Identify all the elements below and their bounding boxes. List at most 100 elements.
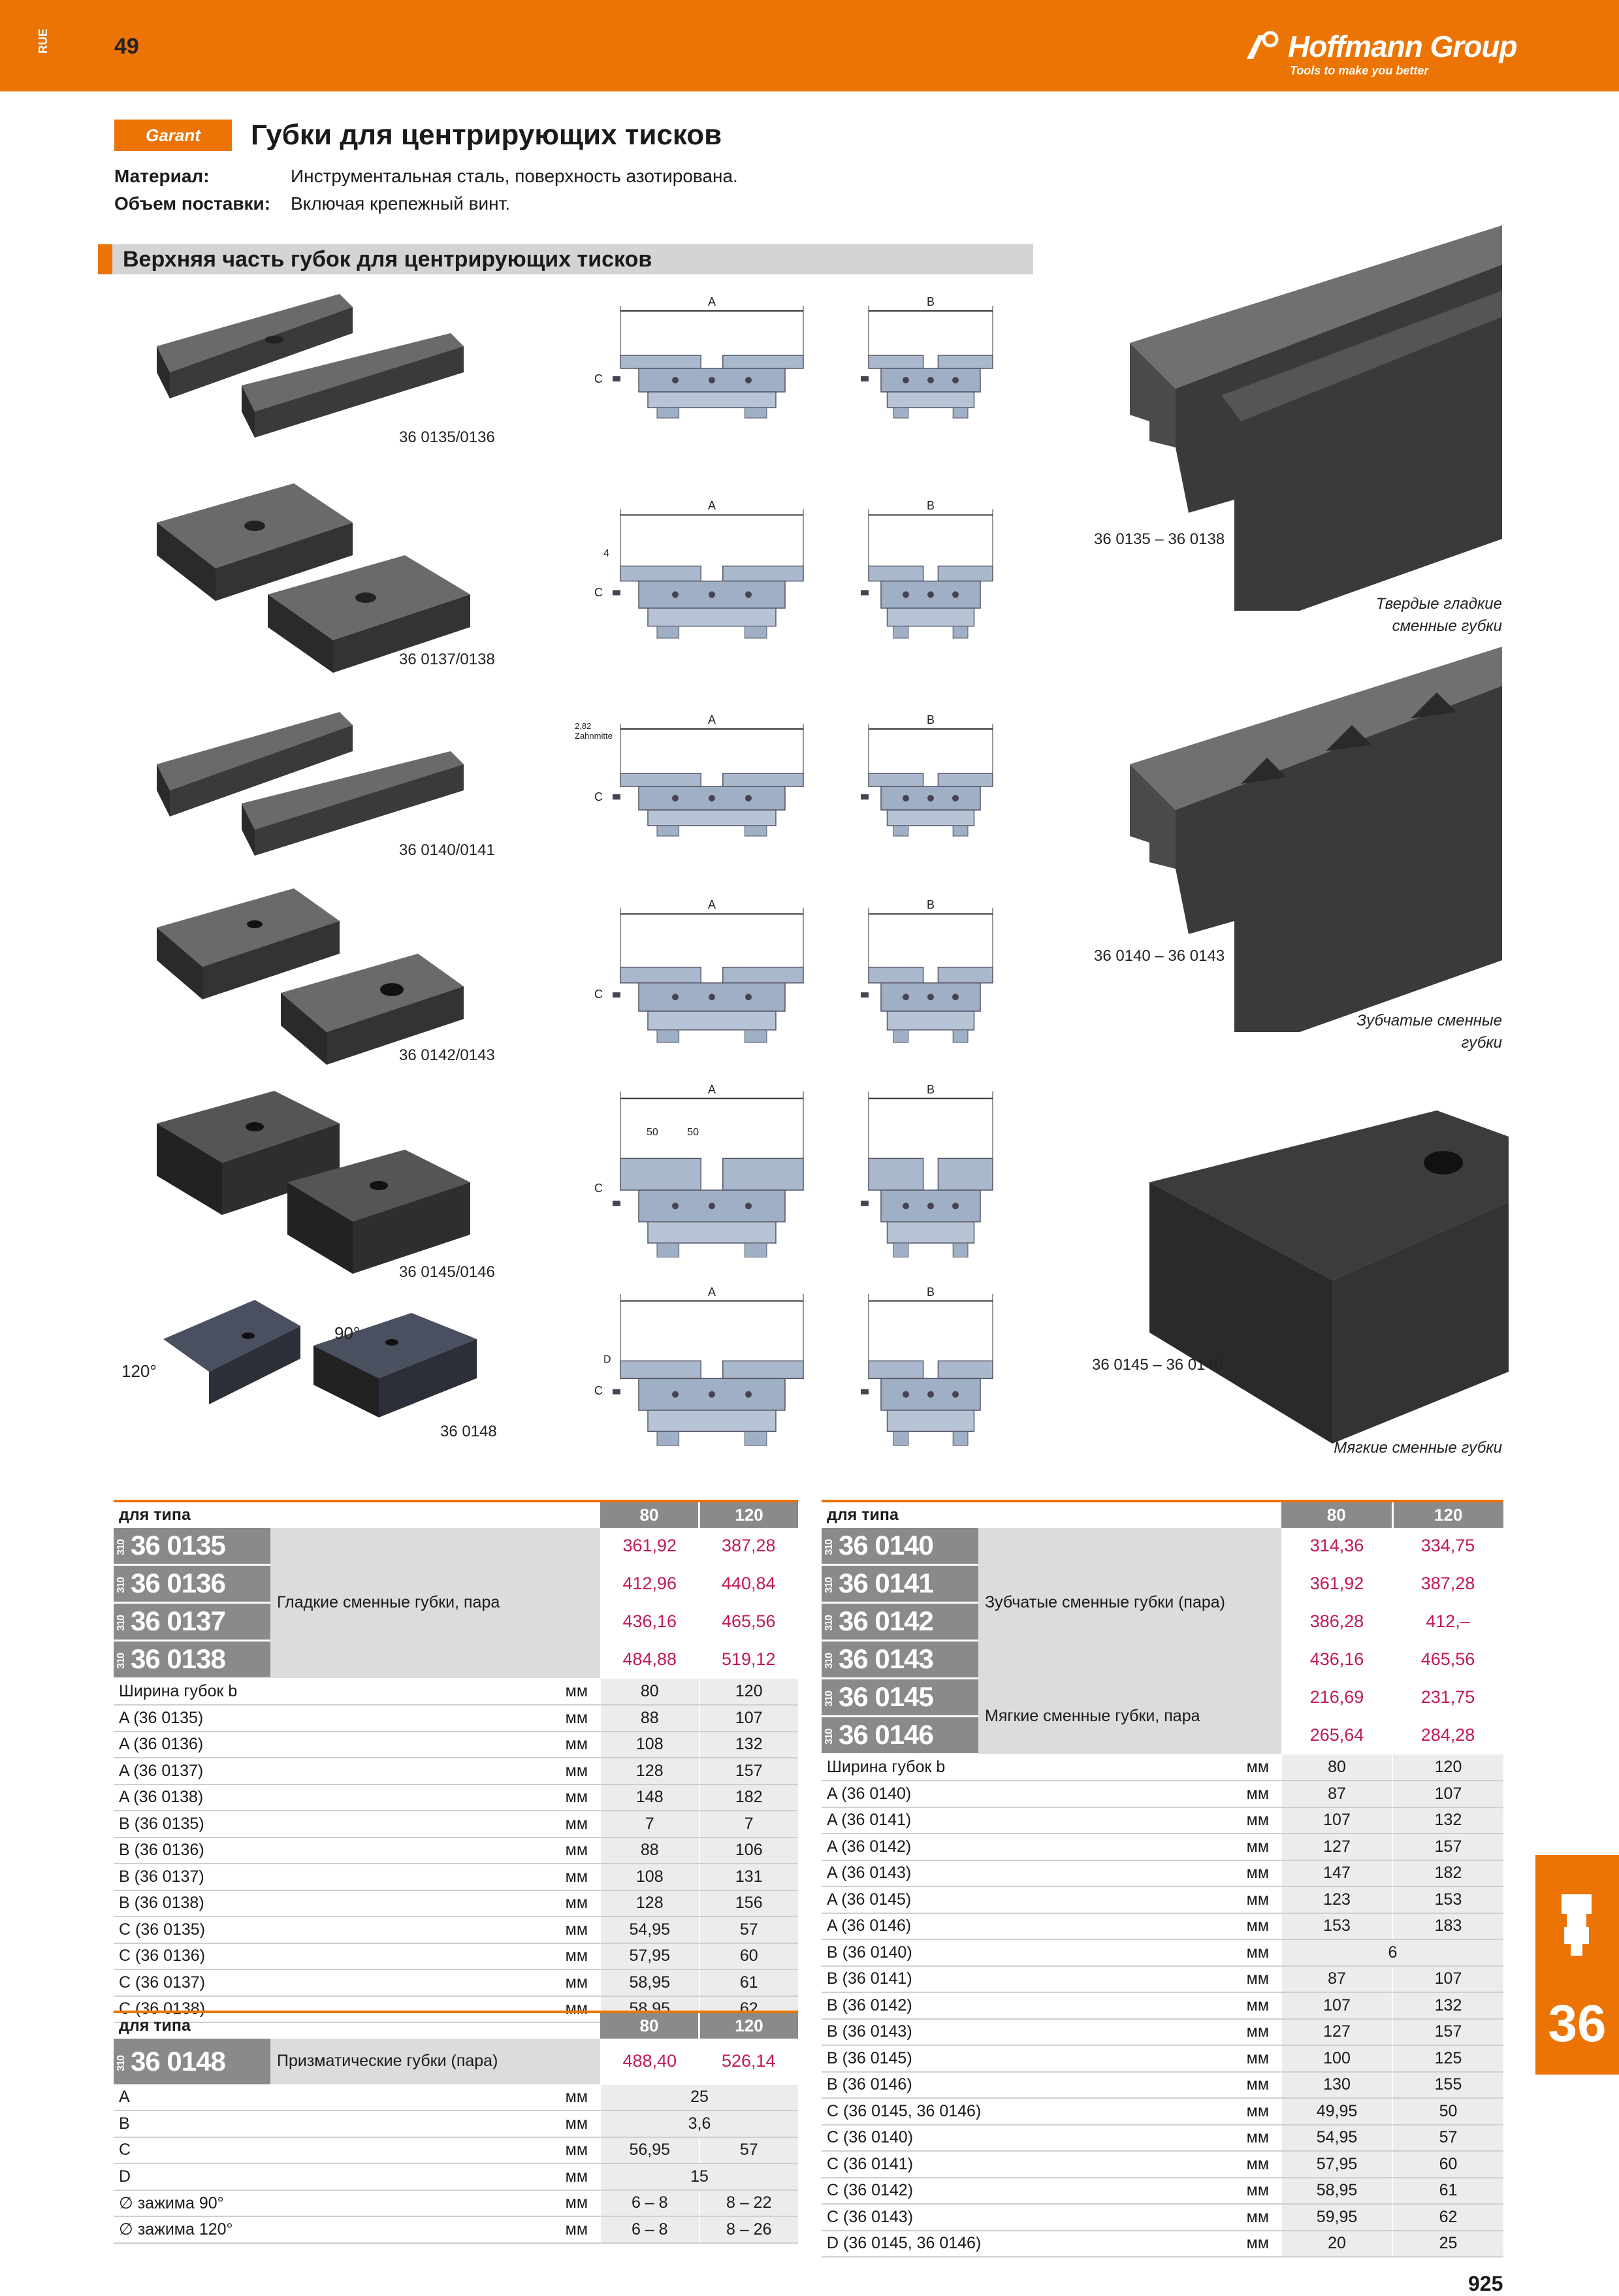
spec-label: C (36 0135) (114, 1916, 541, 1944)
spec-label: A (36 0146) (822, 1913, 1223, 1940)
value-80: 54,95 (600, 1916, 699, 1944)
price-120: 387,28 (699, 1527, 798, 1565)
value-80: 153 (1281, 1913, 1392, 1940)
price-80: 488,40 (600, 2038, 699, 2085)
price-120: 440,84 (699, 1564, 798, 1603)
article-description: Гладкие сменные губки, пара (270, 1527, 600, 1678)
large-photo-label: 36 0135 – 36 0138 (1094, 530, 1225, 548)
spec-label: B (114, 2110, 541, 2138)
price-120: 334,75 (1392, 1527, 1503, 1565)
value-both: 6 (1281, 1939, 1503, 1967)
value-80: 128 (600, 1890, 699, 1917)
spec-label: A (36 0145) (822, 1886, 1223, 1914)
value-both: 3,6 (600, 2110, 798, 2138)
hoffmann-logo-icon (1247, 31, 1279, 59)
value-80: 59,95 (1281, 2204, 1392, 2231)
value-80: 88 (600, 1837, 699, 1864)
drawing-front-view (613, 724, 804, 837)
spec-label: B (36 0136) (114, 1837, 541, 1864)
spec-unit: мм (541, 1678, 600, 1706)
dimension-label: A (708, 713, 716, 726)
value-80: 107 (1281, 1807, 1392, 1834)
value-120: 8 – 26 (698, 2216, 798, 2244)
value-80: 57,95 (600, 1943, 699, 1970)
value-120: 155 (1392, 2071, 1503, 2099)
spec-label: Ширина губок b (114, 1678, 541, 1706)
spec-unit: мм (1223, 2098, 1281, 2126)
drawing-front-view (613, 1293, 804, 1446)
spec-unit: мм (541, 2190, 600, 2217)
value-120: 50 (1392, 2098, 1503, 2126)
page-title: Губки для центрирующих тисков (251, 119, 722, 151)
value-80: 56,95 (600, 2137, 699, 2164)
value-80: 57,95 (1281, 2151, 1392, 2178)
value-80: 148 (600, 1784, 699, 1811)
spec-unit: мм (541, 1837, 600, 1864)
price-80: 436,16 (600, 1602, 699, 1641)
spec-unit: мм (541, 1969, 600, 1997)
value-120: 107 (1392, 1965, 1503, 1993)
chapter-tab: 36 (1535, 1855, 1619, 2075)
spec-unit: мм (1223, 2018, 1281, 2046)
type-label: для типа (114, 2011, 600, 2039)
spec-unit: мм (541, 1811, 600, 1838)
value-80: 123 (1281, 1886, 1392, 1914)
value-80: 80 (1281, 1754, 1392, 1781)
value-120: 157 (698, 1758, 798, 1785)
value-120: 60 (1392, 2151, 1503, 2178)
spec-label: A (36 0140) (822, 1781, 1223, 1808)
spec-unit: мм (1223, 2071, 1281, 2099)
dimension-label: B (927, 295, 935, 308)
large-photo-soft-jaw (1149, 1110, 1509, 1444)
article-description: Зубчатые сменные губки (пара) (978, 1527, 1281, 1678)
spec-unit: мм (1223, 1860, 1281, 1887)
spec-unit: мм (541, 1758, 600, 1785)
value-80: 6 – 8 (600, 2216, 699, 2244)
price-120: 412,– (1392, 1602, 1503, 1641)
jaw-photo-0135 (157, 294, 464, 438)
size-120-header: 120 (698, 2011, 798, 2039)
brand-tagline: Tools to make you better (1290, 64, 1429, 77)
spec-label: Ширина губок b (822, 1754, 1223, 1781)
spec-unit: мм (1223, 2230, 1281, 2257)
spec-label: A (36 0135) (114, 1705, 541, 1732)
spec-unit: мм (1223, 1807, 1281, 1834)
spec-label: C (36 0141) (822, 2151, 1223, 2178)
spec-label: C (36 0143) (822, 2204, 1223, 2231)
dimension-label: B (927, 713, 935, 726)
spec-unit: мм (541, 1784, 600, 1811)
spec-unit: мм (541, 2163, 600, 2191)
value-120: 156 (698, 1890, 798, 1917)
dimension-label: A (708, 1082, 716, 1096)
value-120: 57 (698, 2137, 798, 2164)
value-80: 108 (600, 1864, 699, 1891)
spec-unit: мм (541, 2216, 600, 2244)
price-120: 387,28 (1392, 1564, 1503, 1603)
table-header: для типа 80 120 (114, 1500, 798, 1528)
dimension-label: B (927, 499, 935, 513)
price-80: 412,96 (600, 1564, 699, 1603)
value-120: 157 (1392, 1834, 1503, 1861)
dimension-label: B (927, 1285, 935, 1299)
value-120: 131 (698, 1864, 798, 1891)
price-80: 386,28 (1281, 1602, 1392, 1641)
value-120: 153 (1392, 1886, 1503, 1914)
